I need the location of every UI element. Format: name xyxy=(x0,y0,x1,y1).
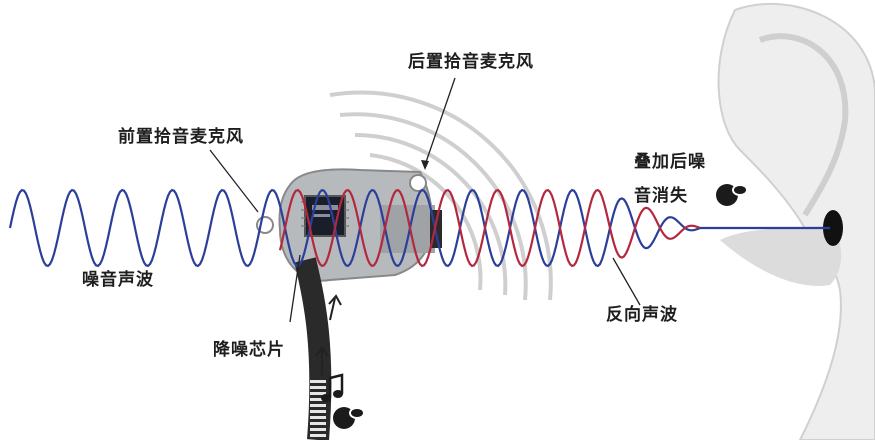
signal-arrows xyxy=(315,294,342,375)
superposed-label-line1: 叠加后噪 xyxy=(634,152,706,172)
noise-wave-label: 噪音声波 xyxy=(82,270,154,290)
speaker-head-icon xyxy=(333,407,363,429)
music-note-icon xyxy=(321,373,344,402)
anc-chip-label: 降噪芯片 xyxy=(213,340,285,360)
rear-mic-label: 后置拾音麦克风 xyxy=(408,52,534,72)
front-mic-label: 前置拾音麦克风 xyxy=(118,127,244,147)
leader-lines xyxy=(209,77,641,323)
ear-illustration xyxy=(717,2,875,440)
superposed-label-line2: 音消失 xyxy=(634,186,688,206)
inverse-wave-label: 反向声波 xyxy=(606,305,678,325)
inverse-wave-line xyxy=(278,188,701,268)
speaker-head-icon xyxy=(716,184,746,206)
rear-mic xyxy=(409,174,427,192)
